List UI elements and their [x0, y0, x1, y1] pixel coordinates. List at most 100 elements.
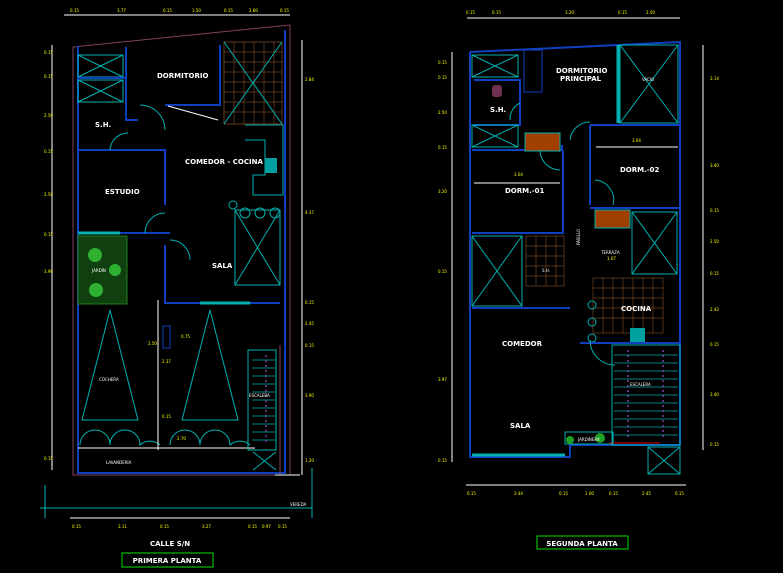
- first-floor-dimensions-bottom: 0.15 3.11 0.15 3.27 0.15 0.97 0.15: [72, 524, 287, 529]
- svg-text:PRIMERA PLANTA: PRIMERA PLANTA: [133, 557, 202, 565]
- svg-text:0.15: 0.15: [438, 60, 447, 65]
- second-floor-dimensions-left: 0.15 0.15 2.50 0.15 3.20 0.15 3.97 0.15: [438, 60, 447, 463]
- svg-text:3.20: 3.20: [565, 10, 574, 15]
- svg-text:2.50: 2.50: [148, 341, 157, 346]
- svg-text:0.15: 0.15: [162, 414, 171, 419]
- svg-text:0.15: 0.15: [305, 300, 314, 305]
- svg-text:0.15: 0.15: [438, 458, 447, 463]
- svg-text:1.50: 1.50: [192, 8, 201, 13]
- svg-text:2.50: 2.50: [438, 110, 447, 115]
- first-floor-dimensions-misc: 2.50 0.75 2.37 0.15 2.70: [148, 334, 190, 441]
- svg-text:1.00: 1.00: [585, 491, 594, 496]
- room-label-dormitorio-principal-1: DORMITORIO: [556, 67, 607, 75]
- svg-text:0.15: 0.15: [438, 75, 447, 80]
- svg-text:0.15: 0.15: [70, 8, 79, 13]
- first-floor-dimensions-top: 0.15 3.77 0.15 1.50 0.15 2.60 0.15: [70, 8, 289, 13]
- svg-text:2.50: 2.50: [710, 239, 719, 244]
- svg-text:3.04: 3.04: [514, 172, 523, 177]
- svg-text:1.07: 1.07: [607, 256, 616, 261]
- svg-text:2.70: 2.70: [177, 436, 186, 441]
- svg-text:0.15: 0.15: [44, 50, 53, 55]
- svg-text:3.97: 3.97: [438, 377, 447, 382]
- room-label-jardin: JARDIN: [91, 268, 106, 273]
- second-floor-dimensions-right: 3.14 3.40 0.15 2.50 0.15 2.42 0.15 3.40 …: [710, 76, 719, 447]
- room-label-dorm1: DORM.-01: [505, 187, 545, 195]
- svg-text:0.15: 0.15: [248, 524, 257, 529]
- garden-hatch: [77, 235, 128, 305]
- svg-text:3.90: 3.90: [305, 393, 314, 398]
- svg-text:0.15: 0.15: [160, 524, 169, 529]
- second-floor-dimensions-bottom: 0.15 3.44 0.15 1.00 0.15 2.45 0.15: [467, 491, 684, 496]
- svg-text:0.15: 0.15: [278, 524, 287, 529]
- second-floor-title-box: SEGUNDA PLANTA: [536, 535, 629, 550]
- svg-text:2.50: 2.50: [646, 10, 655, 15]
- svg-text:0.15: 0.15: [438, 145, 447, 150]
- room-label-sala: SALA: [212, 262, 233, 270]
- svg-text:2.45: 2.45: [305, 321, 314, 326]
- svg-text:0.75: 0.75: [181, 334, 190, 339]
- svg-text:0.15: 0.15: [609, 491, 618, 496]
- svg-text:3.11: 3.11: [118, 524, 127, 529]
- svg-text:0.15: 0.15: [675, 491, 684, 496]
- svg-text:0.15: 0.15: [438, 269, 447, 274]
- svg-text:0.15: 0.15: [280, 8, 289, 13]
- svg-text:0.15: 0.15: [305, 343, 314, 348]
- svg-text:3.40: 3.40: [710, 163, 719, 168]
- room-label-dormitorio-principal-2: PRINCIPAL: [560, 75, 602, 83]
- first-floor-dimensions-left: 0.15 0.15 2.50 0.15 2.50 0.15 3.90 0.15: [44, 50, 53, 461]
- room-label-vacio: VACIO: [642, 77, 654, 82]
- first-floor-dimensions-right: 2.84 4.37 0.15 2.45 0.15 3.90 1.20: [305, 77, 314, 463]
- svg-text:0.15: 0.15: [44, 74, 53, 79]
- room-label-terraza: TERRAZA: [600, 250, 620, 255]
- svg-text:0.15: 0.15: [710, 342, 719, 347]
- room-label-comedor-cocina: COMEDOR - COCINA: [185, 158, 263, 166]
- bath-tiles: [223, 41, 283, 125]
- svg-text:3.20: 3.20: [438, 189, 447, 194]
- sidewalk-label: VEREDA: [290, 502, 307, 507]
- svg-text:0.15: 0.15: [44, 232, 53, 237]
- svg-text:3.44: 3.44: [514, 491, 523, 496]
- svg-text:3.77: 3.77: [117, 8, 126, 13]
- svg-text:0.15: 0.15: [492, 10, 501, 15]
- room-label-sh: S.H.: [490, 106, 506, 114]
- room-label-pasillo: PASILLO: [576, 229, 581, 245]
- room-label-dormitorio: DORMITORIO: [157, 72, 208, 80]
- room-label-sala: SALA: [510, 422, 531, 430]
- room-label-lavanderia: LAVANDERIA: [106, 460, 132, 465]
- svg-text:2.50: 2.50: [44, 192, 53, 197]
- svg-text:SEGUNDA PLANTA: SEGUNDA PLANTA: [546, 540, 618, 548]
- svg-text:0.15: 0.15: [710, 208, 719, 213]
- room-label-escalera: ESCALERA: [630, 382, 651, 387]
- svg-text:0.15: 0.15: [618, 10, 627, 15]
- svg-text:3.04: 3.04: [632, 138, 641, 143]
- svg-text:0.97: 0.97: [262, 524, 271, 529]
- room-label-jardinera: JARDINERA: [577, 437, 600, 442]
- svg-text:0.15: 0.15: [224, 8, 233, 13]
- svg-text:0.15: 0.15: [44, 456, 53, 461]
- room-label-escalera: ESCALERA: [249, 393, 270, 398]
- first-floor-title-box: PRIMERA PLANTA: [121, 552, 214, 568]
- room-label-sh2: S.H.: [542, 268, 550, 273]
- svg-text:3.14: 3.14: [710, 76, 719, 81]
- first-floor-plan: DORMITORIO S.H. COMEDOR - COCINA ESTUDIO…: [40, 8, 314, 568]
- svg-text:2.42: 2.42: [710, 307, 719, 312]
- svg-text:3.27: 3.27: [202, 524, 211, 529]
- svg-text:1.20: 1.20: [305, 458, 314, 463]
- svg-text:3.40: 3.40: [710, 392, 719, 397]
- svg-text:2.60: 2.60: [249, 8, 258, 13]
- svg-text:0.15: 0.15: [44, 149, 53, 154]
- stair-first: [247, 349, 277, 471]
- room-label-dorm2: DORM.-02: [620, 166, 660, 174]
- room-label-sh: S.H.: [95, 121, 111, 129]
- room-label-cocina: COCINA: [621, 305, 652, 313]
- room-label-cochera: COCHERA: [99, 377, 119, 382]
- svg-text:0.15: 0.15: [466, 10, 475, 15]
- svg-text:3.90: 3.90: [44, 269, 53, 274]
- stair-second: [611, 344, 681, 475]
- svg-text:0.15: 0.15: [72, 524, 81, 529]
- street-label: CALLE S/N: [150, 540, 190, 548]
- second-floor-dimensions-top: 0.15 0.15 3.20 0.15 2.50: [466, 10, 655, 15]
- second-floor-plan: DORMITORIO PRINCIPAL S.H. VACIO DORM.-01…: [438, 10, 719, 550]
- svg-text:2.37: 2.37: [162, 359, 171, 364]
